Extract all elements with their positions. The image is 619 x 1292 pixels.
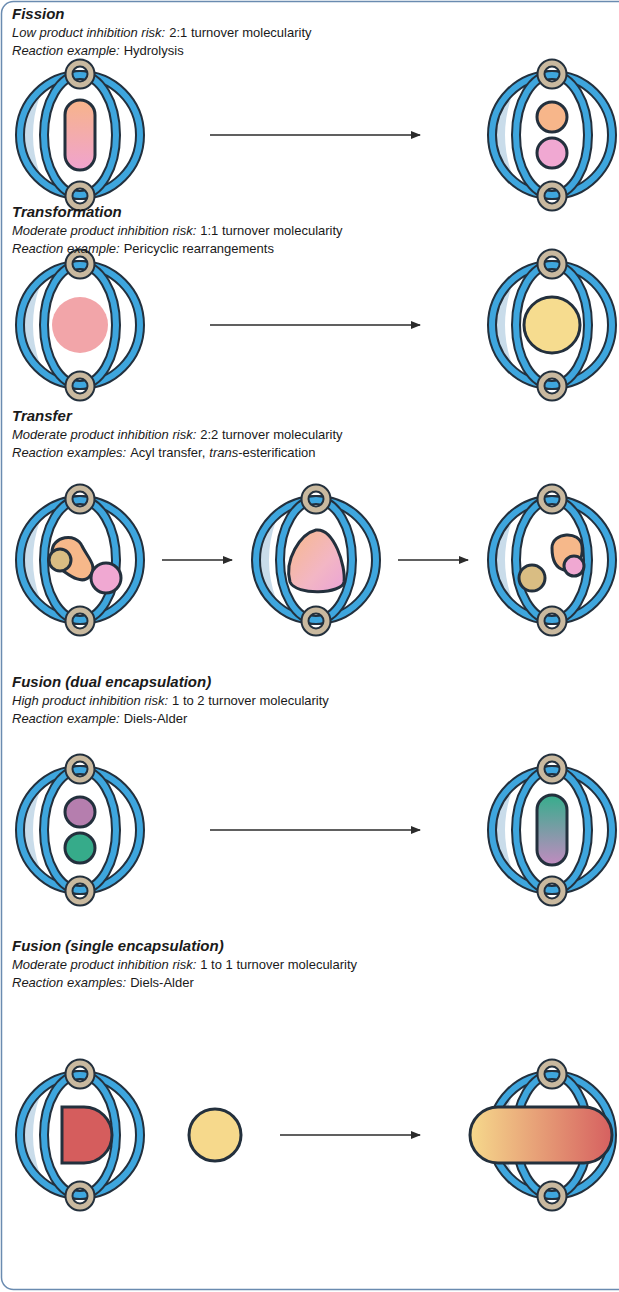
text-row: Reaction example: Diels-Alder bbox=[12, 710, 187, 727]
field-name: Moderate product inhibition risk: bbox=[12, 223, 196, 238]
field-value: 2:2 turnover molecularity bbox=[200, 427, 342, 442]
field-value: Diels-Alder bbox=[130, 975, 194, 990]
field-name: Reaction example: bbox=[12, 711, 120, 726]
field-name: High product inhibition risk: bbox=[12, 693, 168, 708]
field-value: 1:1 turnover molecularity bbox=[200, 223, 342, 238]
section-title: Fusion (dual encapsulation) bbox=[12, 673, 211, 690]
field-value: Pericyclic rearrangements bbox=[124, 241, 274, 256]
text-row: Reaction example: Pericyclic rearrangemen… bbox=[12, 240, 274, 257]
section-title-row: Fusion (single encapsulation) bbox=[12, 936, 224, 955]
field-value: 1 to 2 turnover molecularity bbox=[172, 693, 329, 708]
section-title-row: Transfer bbox=[12, 406, 72, 425]
text-row: Moderate product inhibition risk: 1 to 1 … bbox=[12, 956, 357, 973]
text-row: High product inhibition risk: 1 to 2 turn… bbox=[12, 692, 329, 709]
field-value: Diels-Alder bbox=[124, 711, 188, 726]
text-row: Moderate product inhibition risk: 1:1 tur… bbox=[12, 222, 343, 239]
text-row: Reaction example: Hydrolysis bbox=[12, 42, 184, 59]
section-title-row: Fusion (dual encapsulation) bbox=[12, 672, 211, 691]
text-row: Reaction examples: Diels-Alder bbox=[12, 974, 194, 991]
field-name: Moderate product inhibition risk: bbox=[12, 957, 196, 972]
field-value: 2:1 turnover molecularity bbox=[169, 25, 311, 40]
field-name: Reaction examples: bbox=[12, 975, 126, 990]
field-value: 1 to 1 turnover molecularity bbox=[200, 957, 357, 972]
field-name: Reaction examples: bbox=[12, 445, 126, 460]
field-name: Reaction example: bbox=[12, 241, 120, 256]
text-row: Reaction examples: Acyl transfer, trans-es… bbox=[12, 444, 316, 461]
field-value: Acyl transfer, bbox=[130, 445, 205, 460]
text-row: Low product inhibition risk: 2:1 turnover… bbox=[12, 24, 312, 41]
field-value: -esterification bbox=[238, 445, 315, 460]
field-name: Low product inhibition risk: bbox=[12, 25, 165, 40]
section-title-row: Fission bbox=[12, 4, 65, 23]
field-name: Moderate product inhibition risk: bbox=[12, 427, 196, 442]
field-name: Reaction example: bbox=[12, 43, 120, 58]
section-title: Fusion (single encapsulation) bbox=[12, 937, 224, 954]
section-title-row: Transformation bbox=[12, 202, 122, 221]
field-value: Hydrolysis bbox=[124, 43, 184, 58]
field-name: trans bbox=[209, 445, 238, 460]
section-title: Transformation bbox=[12, 203, 122, 220]
section-title: Fission bbox=[12, 5, 65, 22]
section-title: Transfer bbox=[12, 407, 72, 424]
text-row: Moderate product inhibition risk: 2:2 tur… bbox=[12, 426, 343, 443]
